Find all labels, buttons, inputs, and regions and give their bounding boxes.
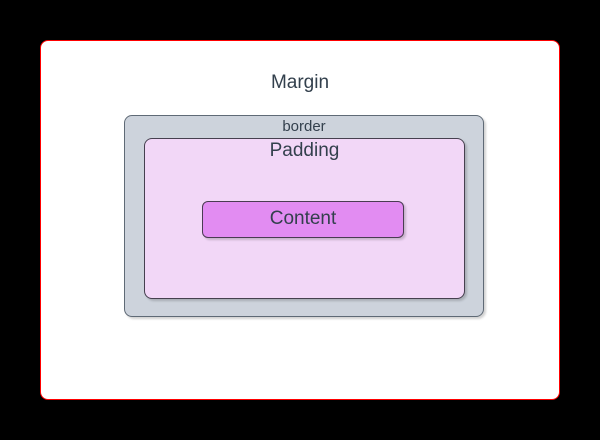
content-label: Content	[269, 208, 337, 230]
border-label: border	[282, 118, 326, 135]
margin-label: Margin	[270, 72, 330, 93]
content-box: Content	[202, 201, 404, 238]
padding-box: Padding Content	[144, 138, 465, 299]
border-box: border Padding Content	[124, 115, 484, 317]
margin-box: Margin border Padding Content	[40, 40, 560, 400]
padding-label: Padding	[269, 140, 340, 161]
